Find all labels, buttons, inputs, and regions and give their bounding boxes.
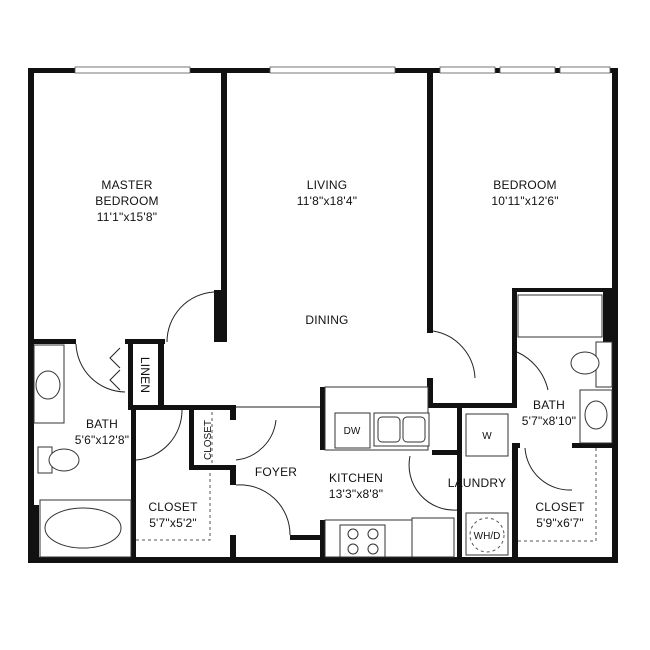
bath-second-size: 5'7"x8'10" bbox=[522, 414, 576, 428]
master-bedroom-label: MASTER bbox=[101, 178, 152, 192]
closet-second-size: 5'9"x6'7" bbox=[536, 516, 584, 530]
dishwasher bbox=[334, 412, 371, 449]
dining-label: DINING bbox=[305, 313, 348, 327]
laundry-label: LAUNDRY bbox=[448, 476, 507, 490]
closet-master-size: 5'7"x5'2" bbox=[149, 516, 197, 530]
fixtures bbox=[33, 294, 613, 558]
closet-rods bbox=[136, 412, 597, 542]
doors bbox=[75, 291, 573, 536]
kitchen-label: KITCHEN bbox=[329, 471, 383, 485]
interior-walls bbox=[28, 70, 616, 562]
bath-master-size: 5'6"x12'8" bbox=[75, 433, 129, 447]
living-label: LIVING bbox=[307, 178, 348, 192]
closet-master-label: CLOSET bbox=[148, 500, 198, 514]
bedroom-label: BEDROOM bbox=[493, 178, 556, 192]
bedroom-size: 10'11"x12'6" bbox=[491, 194, 558, 208]
master-bedroom-size: 11'1"x15'8" bbox=[97, 210, 157, 224]
room-labels: MASTER BEDROOM 11'1"x15'8" LIVING 11'8"x… bbox=[75, 178, 585, 542]
windows bbox=[74, 66, 611, 74]
linen-label: LINEN bbox=[138, 357, 152, 393]
living-size: 11'8"x18'4" bbox=[297, 194, 357, 208]
closet-second-label: CLOSET bbox=[535, 500, 585, 514]
foyer-label: FOYER bbox=[255, 465, 297, 479]
kitchen-size: 13'3"x8'8" bbox=[329, 487, 383, 501]
washer bbox=[465, 413, 509, 457]
bath-master-label: BATH bbox=[86, 417, 118, 431]
bath-second-label: BATH bbox=[533, 398, 565, 412]
master-bedroom-label-2: BEDROOM bbox=[95, 194, 158, 208]
dishwasher-label: DW bbox=[344, 426, 361, 437]
washer-label: W bbox=[482, 431, 492, 442]
water-heater-dryer-label: WH/D bbox=[474, 531, 501, 542]
closet-small-label: CLOSET bbox=[203, 420, 214, 460]
